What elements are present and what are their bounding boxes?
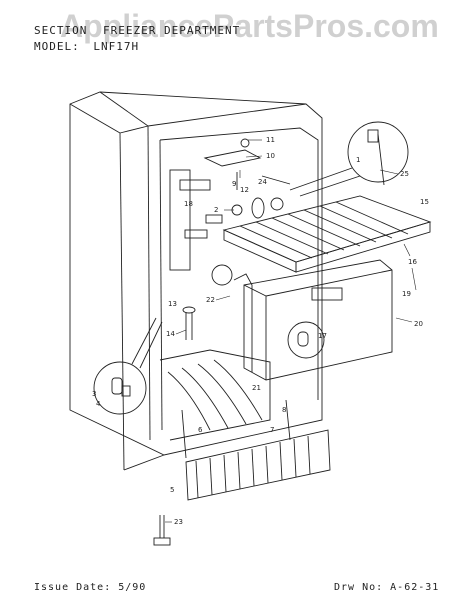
issue-date: Issue Date: 5/90: [34, 582, 147, 593]
lower-rack: [159, 349, 291, 459]
callout-12: 12: [240, 186, 249, 194]
leveling-leg: [153, 515, 171, 546]
model-value: LNF17H: [93, 40, 140, 53]
callout-10: 10: [266, 152, 275, 160]
callout-2: 2: [214, 206, 218, 214]
callout-5: 5: [170, 486, 174, 494]
callout-labels: 11 10 9 12 24 2 18 1 25 15 16 19 20 17 2…: [92, 136, 429, 526]
section-value: FREEZER DEPARTMENT: [102, 24, 241, 37]
callout-16: 16: [408, 258, 417, 266]
callout-1: 1: [356, 156, 360, 164]
watermark: AppliancePartsPros.com: [60, 8, 439, 44]
base-grille: [185, 429, 331, 501]
callout-22: 22: [206, 296, 215, 304]
callout-8: 8: [282, 406, 286, 414]
callout-7: 7: [270, 426, 274, 434]
wire-shelf: [222, 195, 432, 273]
callout-20: 20: [414, 320, 423, 328]
model-line: MODEL: LNF17H: [34, 40, 139, 53]
callout-3: 3: [92, 390, 96, 398]
callout-21: 21: [252, 384, 261, 392]
detail-circle-drawer-clip: [287, 321, 325, 359]
callout-17: 17: [318, 332, 327, 340]
leader-lines: [165, 139, 417, 523]
drawing-number: Drw No: A-62-31: [334, 582, 440, 593]
callout-14: 14: [166, 330, 175, 338]
callout-6: 6: [198, 426, 203, 434]
callout-9: 9: [232, 180, 236, 188]
section-label: SECTION: [34, 24, 88, 37]
callout-23: 23: [174, 518, 183, 526]
hinge-pin: [182, 306, 196, 340]
section-line: SECTION FREEZER DEPARTMENT: [34, 24, 240, 37]
freezer-basket: [233, 259, 393, 381]
callout-4: 4: [96, 400, 101, 408]
rear-wall-slots: [169, 169, 233, 286]
callout-15: 15: [420, 198, 429, 206]
model-label: MODEL:: [34, 40, 80, 53]
detail-circle-lower-left: [93, 317, 163, 415]
callout-11: 11: [266, 136, 275, 144]
callout-18: 18: [184, 200, 193, 208]
callout-13: 13: [168, 300, 177, 308]
callout-24: 24: [258, 178, 267, 186]
detail-circle-upper-right: [289, 121, 409, 197]
callout-25: 25: [400, 170, 409, 178]
callout-19: 19: [402, 290, 411, 298]
